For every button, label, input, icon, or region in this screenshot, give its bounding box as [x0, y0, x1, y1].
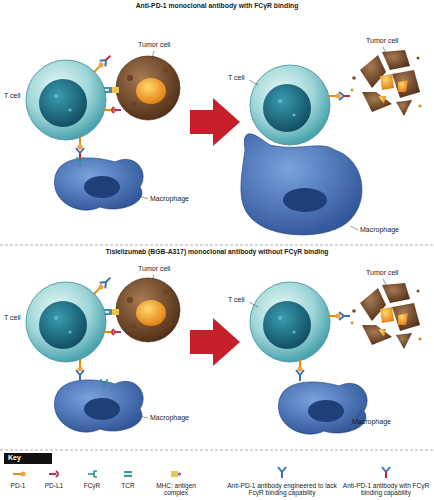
- scene-before: [26, 275, 180, 432]
- legend-text: MHC: antigen complex: [145, 482, 207, 497]
- legend-icons: [13, 467, 390, 478]
- scene-after: [241, 50, 422, 235]
- cell-label: Tumor cell: [366, 37, 398, 45]
- legend-text: PD-L1: [39, 482, 69, 489]
- divider: [0, 450, 434, 451]
- legend-text: FCγR: [77, 482, 107, 489]
- cell-label: Macrophage: [352, 418, 391, 426]
- process-arrow: [190, 318, 240, 366]
- process-arrow: [190, 98, 240, 146]
- panel-band: Tislelizumab (BGB-A317) monoclonal antib…: [0, 248, 434, 256]
- cell-label: Macrophage: [150, 195, 189, 203]
- cell-label: T cell: [4, 314, 21, 322]
- key-heading: Key: [8, 454, 21, 462]
- leader-line: [139, 47, 386, 418]
- panel-title: Anti-PD-1 monoclonal antibody with FCγR …: [0, 2, 434, 10]
- cell-label: Macrophage: [360, 226, 399, 234]
- cell-label: T cell: [4, 92, 21, 100]
- cell-label: Tumor cell: [366, 269, 398, 277]
- scene-before: [26, 53, 180, 210]
- legend-text: TCR: [113, 482, 143, 489]
- panel-title: Tislelizumab (BGB-A317) monoclonal antib…: [0, 248, 434, 256]
- legend-text: Anti-PD-1 antibody with FCγR binding cap…: [340, 482, 432, 497]
- legend-text: Anti-PD-1 antibody engineered to lack Fc…: [226, 482, 338, 497]
- divider: [0, 245, 434, 246]
- key-header: [4, 453, 52, 464]
- cell-label: Tumor cell: [138, 265, 170, 273]
- scene-after: [250, 282, 422, 434]
- legend-text: PD-1: [3, 482, 33, 489]
- panel-band: Anti-PD-1 monoclonal antibody with FCγR …: [0, 2, 434, 10]
- cell-label: Tumor cell: [138, 41, 170, 49]
- cell-label: T cell: [228, 74, 245, 82]
- cell-label: T cell: [228, 296, 245, 304]
- cell-label: Macrophage: [150, 414, 189, 422]
